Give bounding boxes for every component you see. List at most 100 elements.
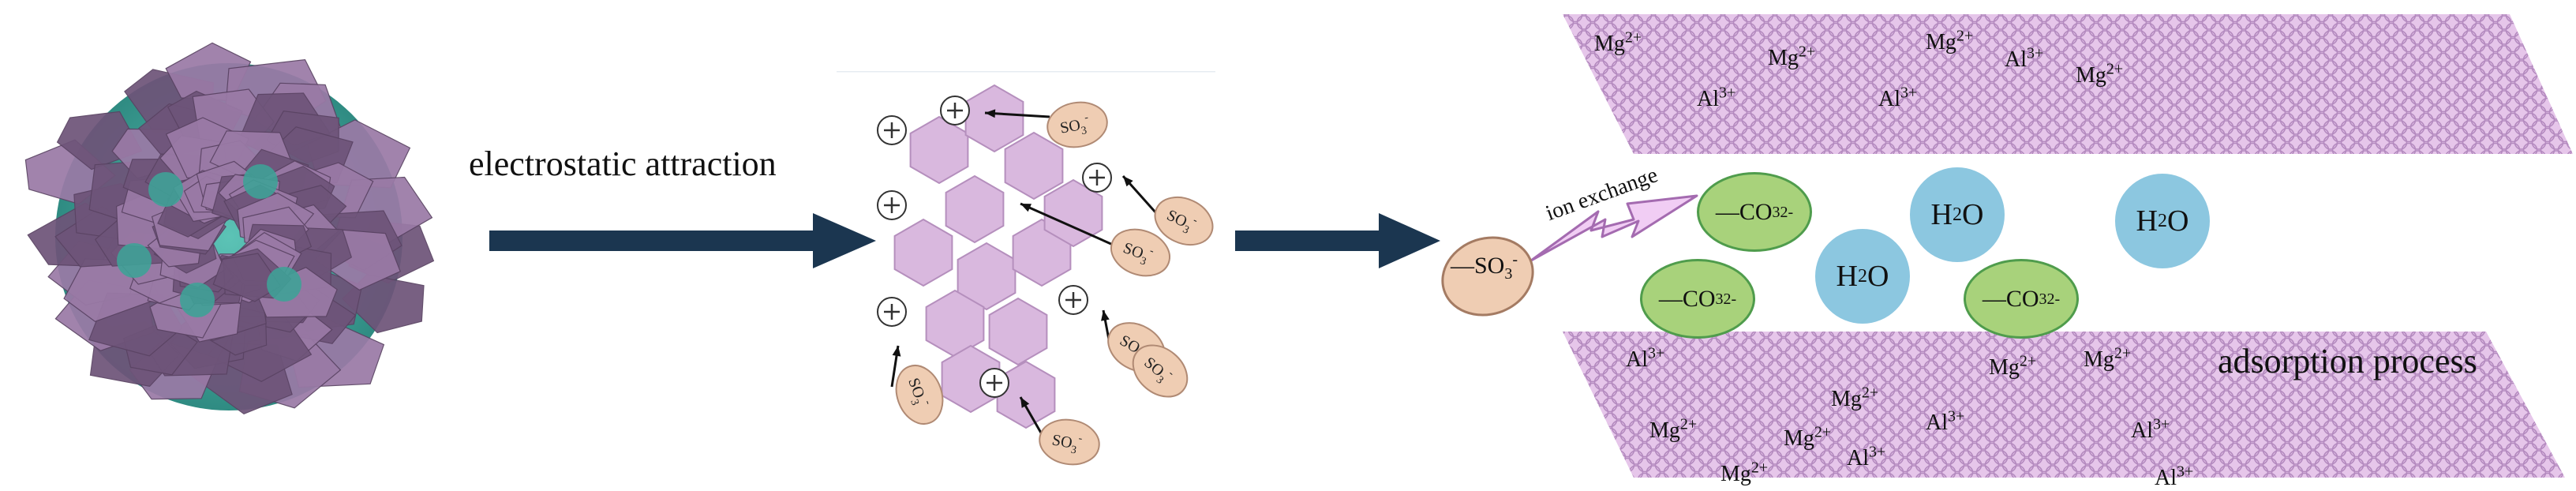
ion-symbol: Al xyxy=(1878,87,1900,111)
entering-sulfonate-text: —SO3- xyxy=(1451,251,1518,283)
ion-symbol: Mg xyxy=(1989,355,2020,380)
hexagon-platelet xyxy=(1043,178,1103,248)
core-spot xyxy=(148,172,183,207)
ion-charge: 2+ xyxy=(1798,43,1816,61)
ion-charge: 3+ xyxy=(2153,415,2170,433)
aluminum-ion: Al3+ xyxy=(1878,84,1918,112)
aluminum-ion: Al3+ xyxy=(2005,46,2043,73)
magnesium-ion: Mg2+ xyxy=(1831,384,1879,412)
ion-symbol: Mg xyxy=(1926,30,1956,54)
sulfonate-group: SO3- xyxy=(1046,101,1108,148)
ion-exchange-arrow xyxy=(1530,194,1698,262)
ion-symbol: Mg xyxy=(1768,46,1799,70)
ion-charge: 2+ xyxy=(1750,459,1769,477)
hexagon-platelet xyxy=(988,297,1048,366)
top-ldh-layer xyxy=(1563,14,2573,154)
ldh-hexagons xyxy=(893,84,1103,429)
ion-symbol: Al xyxy=(1926,410,1948,435)
hexagon-platelet xyxy=(964,84,1024,153)
magnesium-ion: Mg2+ xyxy=(2076,60,2124,88)
ion-charge: 3+ xyxy=(1719,84,1736,102)
ion-charge: 2+ xyxy=(2106,60,2124,78)
magnesium-ion: Mg2+ xyxy=(2084,346,2131,373)
attraction-arrow xyxy=(984,111,1050,118)
adsorption-cluster: SO3-SO3-SO3-SO3-SO3-SO3-SO3- xyxy=(837,71,1215,466)
carbonate-label: —CO xyxy=(1982,285,2039,312)
water-label-h: H xyxy=(1836,260,1858,293)
core-spot xyxy=(180,283,215,317)
ion-symbol: Al xyxy=(1697,87,1719,111)
aluminum-ion: Al3+ xyxy=(1626,344,1665,373)
water-label-o: O xyxy=(1962,198,1984,231)
aluminum-ion: Al3+ xyxy=(2131,415,2170,444)
ion-symbol: Al xyxy=(2131,418,2153,443)
sulfonate-group: SO3- xyxy=(895,365,944,425)
hexagon-platelet xyxy=(945,174,1005,244)
sulfonate-groups: SO3-SO3-SO3-SO3-SO3-SO3-SO3- xyxy=(895,101,1214,466)
magnesium-ion: Mg2+ xyxy=(1649,415,1698,444)
ion-symbol: Mg xyxy=(1720,462,1751,486)
ion-symbol: Mg xyxy=(1831,387,1862,411)
entering-sulfonate xyxy=(1441,236,1534,317)
big-arrow-2 xyxy=(1235,213,1440,268)
positive-charge xyxy=(877,190,907,220)
ion-charge: 2+ xyxy=(2019,352,2037,370)
core-spot xyxy=(117,243,152,278)
ion-charge: 2+ xyxy=(1624,28,1642,47)
attraction-arrow xyxy=(1020,202,1114,246)
ion-charge: 2+ xyxy=(1861,384,1879,402)
ion-charge: 2+ xyxy=(1679,415,1698,433)
positive-charge xyxy=(877,115,907,145)
ion-symbol: Mg xyxy=(1594,32,1625,56)
magnesium-ion: Mg2+ xyxy=(1720,459,1769,487)
magnesium-ion: Mg2+ xyxy=(1594,28,1642,57)
aluminum-ion: Al3+ xyxy=(1926,407,1965,436)
ion-charge: 3+ xyxy=(1948,407,1965,425)
ldh-microsphere xyxy=(24,42,435,414)
ion-symbol: Al xyxy=(2005,47,2027,72)
ion-symbol: Mg xyxy=(2084,347,2114,372)
hexagon-platelet xyxy=(941,344,1001,414)
aluminum-ion: Al3+ xyxy=(2155,464,2193,491)
water-label-h: H xyxy=(1930,198,1953,231)
positive-charge xyxy=(979,368,1009,398)
ion-symbol: Mg xyxy=(2076,63,2106,88)
positive-charge xyxy=(1082,163,1112,193)
hexagon-platelet xyxy=(996,360,1056,429)
electrostatic-attraction-label: electrostatic attraction xyxy=(469,144,777,183)
magnesium-ion: Mg2+ xyxy=(1784,423,1832,452)
ion-symbol: Mg xyxy=(1649,418,1680,443)
ion-charge: 2+ xyxy=(1814,423,1832,441)
carbonate-label: —CO xyxy=(1715,198,1773,225)
adsorption-process-label: adsorption process xyxy=(2218,342,2477,380)
core-spot xyxy=(267,267,301,302)
ion-charge: 3+ xyxy=(1900,84,1918,102)
water-label-o: O xyxy=(2167,204,2189,238)
magnesium-ion: Mg2+ xyxy=(1926,27,1974,55)
ion-symbol: Mg xyxy=(1784,426,1814,451)
ion-charge: 3+ xyxy=(1648,344,1665,362)
attraction-arrows xyxy=(890,109,1158,435)
core-spot xyxy=(243,164,278,199)
hexagon-platelet xyxy=(909,115,969,185)
ion-symbol: Al xyxy=(1626,347,1648,372)
ion-symbol: Al xyxy=(2155,466,2177,490)
ion-charge: 2+ xyxy=(1956,27,1974,45)
ion-symbol: Al xyxy=(1847,446,1869,470)
sulfonate-group: SO3- xyxy=(1039,418,1100,466)
sulfonate-group: SO3- xyxy=(1132,344,1189,398)
magnesium-ion: Mg2+ xyxy=(1768,43,1816,71)
water-label-o: O xyxy=(1867,260,1889,293)
big-arrow-1 xyxy=(489,213,876,268)
bottom-ldh-layer xyxy=(1563,332,2565,478)
aluminum-ion: Al3+ xyxy=(1697,84,1736,112)
aluminum-ion: Al3+ xyxy=(1847,444,1885,471)
positive-charge xyxy=(940,96,970,126)
interlayer-panel xyxy=(1530,14,2573,478)
